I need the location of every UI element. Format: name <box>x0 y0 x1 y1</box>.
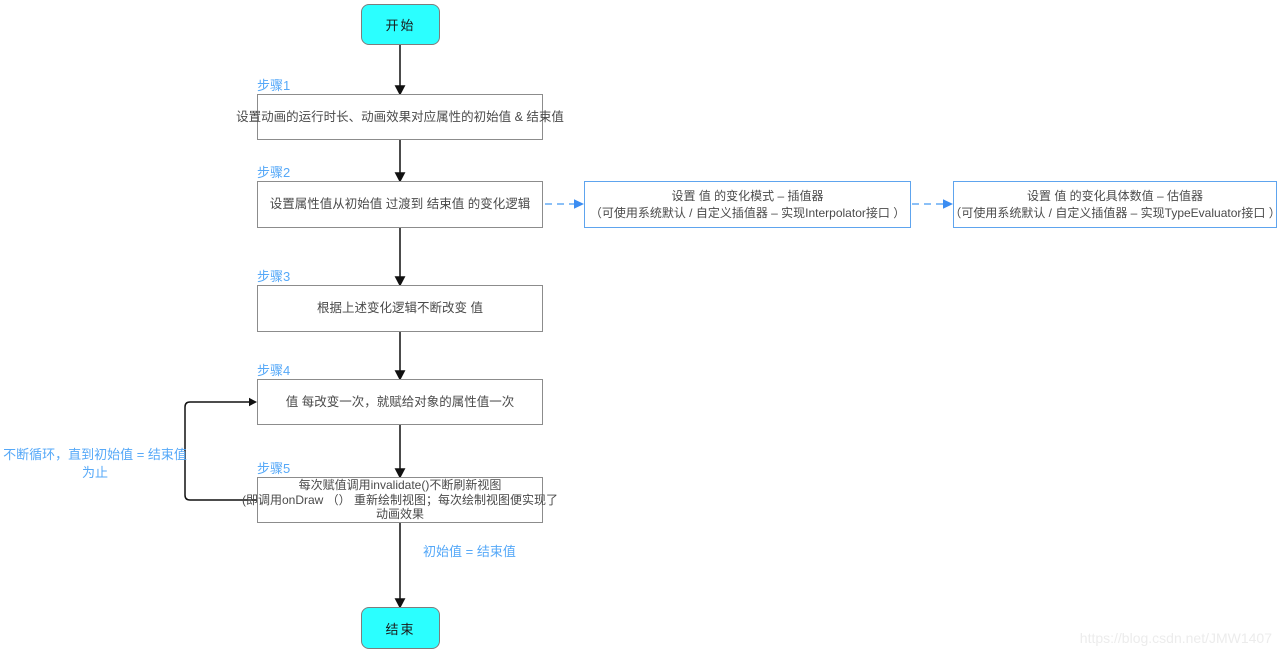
step-label-3: 步骤3 <box>257 269 291 284</box>
step-label-4: 步骤4 <box>257 363 291 378</box>
step-label-2: 步骤2 <box>257 165 291 180</box>
interpolator-box-line2: （可使用系统默认 / 自定义插值器 – 实现Interpolator接口 ） <box>589 205 906 220</box>
dashed-arrow-interpolator <box>545 199 584 209</box>
step-label-5: 步骤5 <box>257 461 291 476</box>
loop-back-arrow <box>184 397 257 501</box>
evaluator-box-line1: 设置 值 的变化具体数值 – 估值器 <box>1026 188 1203 203</box>
step-box-5-line1: 每次赋值调用invalidate()不断刷新视图 <box>298 478 502 493</box>
evaluator-box-line2: （可使用系统默认 / 自定义插值器 – 实现TypeEvaluator接口 ） <box>949 205 1280 220</box>
start-label: 开始 <box>385 18 416 33</box>
loop-note-line1: 不断循环，直到初始值 = 结束值 <box>3 447 187 462</box>
step-box-4-text: 值 每改变一次，就赋给对象的属性值一次 <box>285 394 515 409</box>
step-box-1: 设置动画的运行时长、动画效果对应属性的初始值 & 结束值 <box>236 94 564 140</box>
step-label-1: 步骤1 <box>257 78 291 93</box>
end-condition-note: 初始值 = 结束值 <box>423 544 516 559</box>
start-node: 开始 <box>361 4 440 45</box>
end-label: 结束 <box>385 621 416 637</box>
step-box-5-line3: 动画效果 <box>375 507 424 522</box>
step-box-2: 设置属性值从初始值 过渡到 结束值 的变化逻辑 <box>257 181 543 228</box>
step-box-2-text: 设置属性值从初始值 过渡到 结束值 的变化逻辑 <box>269 197 531 211</box>
interpolator-box: 设置 值 的变化模式 – 插值器 （可使用系统默认 / 自定义插值器 – 实现I… <box>584 181 911 228</box>
loop-note-line2: 为止 <box>81 465 108 480</box>
watermark-text: https://blog.csdn.net/JMW1407 <box>1079 630 1272 646</box>
interpolator-box-line1: 设置 值 的变化模式 – 插值器 <box>671 188 824 203</box>
step-box-5-line2: (即调用onDraw （） 重新绘制视图；每次绘制视图便实现了 <box>241 492 559 507</box>
step-box-4: 值 每改变一次，就赋给对象的属性值一次 <box>257 379 543 425</box>
loop-note: 不断循环，直到初始值 = 结束值 为止 <box>0 446 190 482</box>
step-box-3-text: 根据上述变化逻辑不断改变 值 <box>317 301 483 315</box>
end-node: 结束 <box>361 607 440 649</box>
step-box-3: 根据上述变化逻辑不断改变 值 <box>257 285 543 332</box>
step-box-1-text: 设置动画的运行时长、动画效果对应属性的初始值 & 结束值 <box>236 109 564 124</box>
evaluator-box: 设置 值 的变化具体数值 – 估值器 （可使用系统默认 / 自定义插值器 – 实… <box>949 181 1280 228</box>
step-box-5: 每次赋值调用invalidate()不断刷新视图 (即调用onDraw （） 重… <box>242 477 558 523</box>
dashed-arrow-evaluator <box>912 199 953 209</box>
